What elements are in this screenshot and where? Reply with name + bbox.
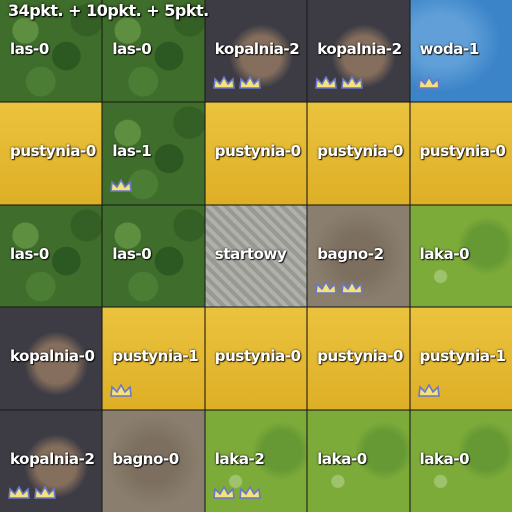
board-tile: pustynia-0 bbox=[204, 102, 308, 205]
tile-label: kopalnia-2 bbox=[214, 40, 300, 58]
crown-icon bbox=[212, 76, 235, 90]
board-tile: kopalnia-0 bbox=[0, 307, 103, 410]
board-tile: pustynia-0 bbox=[0, 102, 103, 205]
tile-label: las-0 bbox=[112, 40, 152, 58]
board-tile: pustynia-0 bbox=[409, 102, 512, 205]
tile-label: las-0 bbox=[10, 244, 49, 263]
tile-label: woda-1 bbox=[419, 40, 480, 58]
grid-seam bbox=[0, 101, 512, 104]
tile-label: kopalnia-0 bbox=[10, 347, 95, 366]
tile-label: pustynia-0 bbox=[10, 142, 96, 161]
board-tile: pustynia-0 bbox=[307, 307, 410, 410]
crown-icon bbox=[110, 178, 133, 193]
board-tile: kopalnia-2 bbox=[307, 0, 410, 103]
board-tile: pustynia-0 bbox=[204, 307, 308, 410]
board-tile: pustynia-0 bbox=[307, 102, 410, 205]
tile-label: kopalnia-2 bbox=[317, 40, 402, 58]
board-tile: las-1 bbox=[102, 102, 205, 205]
grid-seam bbox=[0, 203, 512, 206]
board-tile: laka-0 bbox=[307, 409, 410, 512]
board-tile: pustynia-1 bbox=[409, 307, 512, 410]
crown-icon bbox=[8, 485, 30, 500]
board-tile: pustynia-1 bbox=[102, 307, 205, 410]
crown-icon bbox=[417, 383, 440, 398]
tile-label: laka-2 bbox=[214, 449, 265, 468]
crown-icon bbox=[238, 485, 261, 500]
tile-label: las-0 bbox=[10, 40, 49, 58]
tile-label: pustynia-0 bbox=[214, 142, 301, 161]
board-tile: kopalnia-2 bbox=[0, 409, 103, 512]
grid-seam bbox=[203, 0, 206, 512]
tile-label: pustynia-0 bbox=[214, 347, 301, 366]
grid-seam bbox=[101, 0, 104, 512]
grid-seam bbox=[0, 408, 512, 411]
board-tile: las-0 bbox=[102, 204, 205, 308]
board-tile: woda-1 bbox=[409, 0, 512, 103]
tile-label: laka-0 bbox=[419, 244, 470, 263]
tile-label: las-0 bbox=[112, 244, 152, 263]
crown-icon bbox=[417, 76, 440, 90]
grid-seam bbox=[306, 0, 309, 512]
crown-icon bbox=[110, 383, 133, 398]
tile-label: startowy bbox=[214, 244, 287, 263]
grid-seam bbox=[408, 0, 411, 512]
board-tile: startowy bbox=[204, 204, 308, 308]
tile-label: laka-0 bbox=[419, 449, 470, 468]
tile-label: las-1 bbox=[112, 142, 152, 161]
board-tile: laka-2 bbox=[204, 409, 308, 512]
crown-icon bbox=[315, 281, 338, 295]
crown-icon bbox=[341, 281, 364, 295]
tile-label: pustynia-1 bbox=[112, 347, 199, 366]
tile-label: pustynia-0 bbox=[317, 347, 404, 366]
board-tile: kopalnia-2 bbox=[204, 0, 308, 103]
board-tile: laka-0 bbox=[409, 409, 512, 512]
tile-label: kopalnia-2 bbox=[10, 449, 95, 468]
tile-label: pustynia-0 bbox=[317, 142, 404, 161]
tile-label: pustynia-1 bbox=[419, 347, 506, 366]
crown-icon bbox=[238, 76, 261, 90]
tile-label: bagno-0 bbox=[112, 449, 179, 468]
grid-seam bbox=[0, 306, 512, 309]
board-tile: bagno-2 bbox=[307, 204, 410, 308]
score-text: 34pkt. + 10pkt. + 5pkt. bbox=[8, 1, 209, 20]
board-tile: bagno-0 bbox=[102, 409, 205, 512]
board-tile: las-0 bbox=[0, 204, 103, 308]
tile-label: pustynia-0 bbox=[419, 142, 506, 161]
crown-icon bbox=[315, 76, 338, 90]
tile-label: laka-0 bbox=[317, 449, 367, 468]
tile-label: bagno-2 bbox=[317, 244, 384, 263]
board-tile: laka-0 bbox=[409, 204, 512, 308]
crown-icon bbox=[341, 76, 364, 90]
crown-icon bbox=[212, 485, 235, 500]
crown-icon bbox=[34, 485, 56, 500]
